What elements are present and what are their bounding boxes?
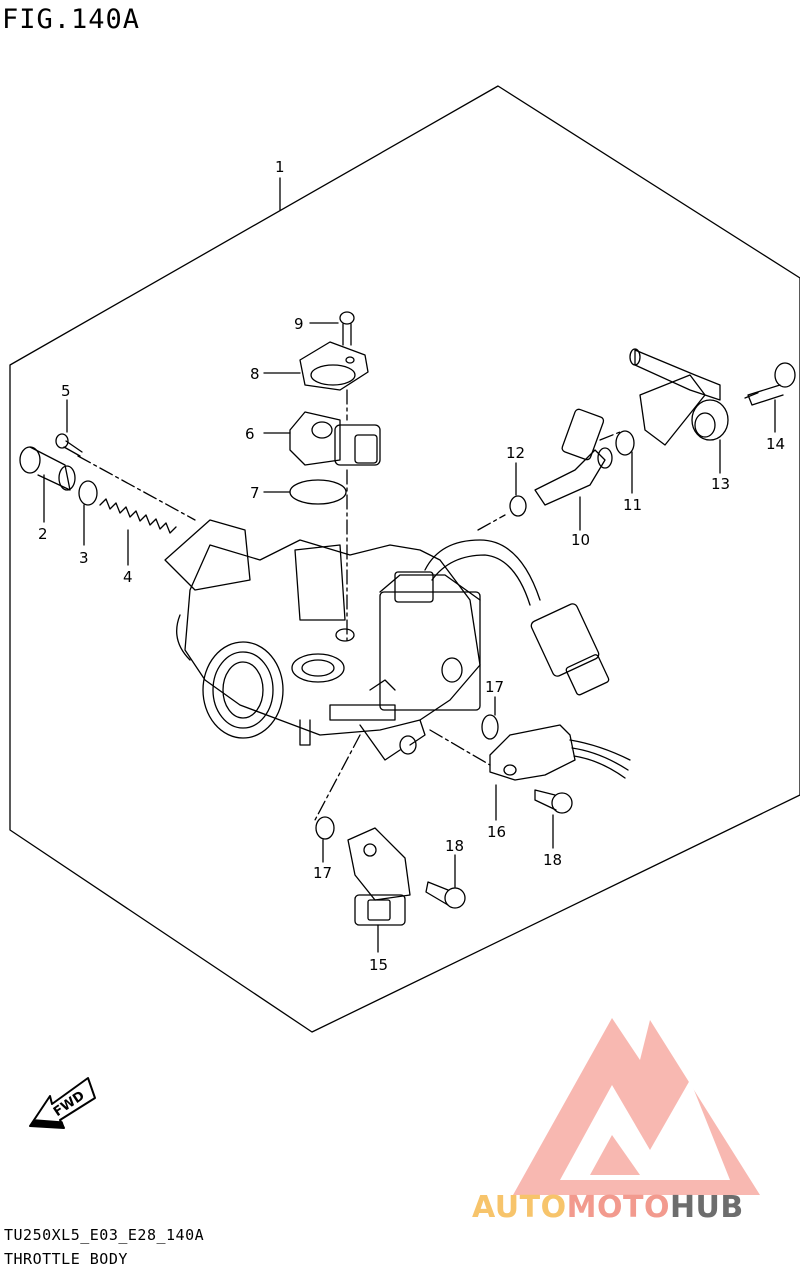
watermark-moto: MOTO <box>566 1190 670 1225</box>
part-15-sensor <box>347 827 411 926</box>
leader-lines <box>43 177 776 953</box>
callout-7: 7 <box>250 484 260 502</box>
callout-17-lower: 17 <box>313 864 332 882</box>
callout-11: 11 <box>623 496 642 514</box>
callout-6: 6 <box>245 425 255 443</box>
wire-harness <box>424 539 541 601</box>
callout-14: 14 <box>766 435 785 453</box>
part-11-o-ring <box>615 430 635 456</box>
throttle-body-drawing <box>164 519 481 761</box>
part-17-o-ring-lower <box>315 816 335 840</box>
callout-2: 2 <box>38 525 48 543</box>
callout-4: 4 <box>123 568 133 586</box>
figure-name: THROTTLE BODY <box>4 1250 128 1268</box>
watermark-brand: AUTOMOTOHUB <box>472 1190 744 1225</box>
part-12-ring <box>509 495 527 517</box>
watermark-auto: AUTO <box>472 1190 567 1225</box>
callout-18-upper: 18 <box>543 851 562 869</box>
part-17-o-ring-upper <box>481 714 499 740</box>
callout-5: 5 <box>61 382 71 400</box>
figure-code: TU250XL5_E03_E28_140A <box>4 1226 205 1244</box>
callout-1: 1 <box>275 158 285 176</box>
callout-8: 8 <box>250 365 260 383</box>
part-13-fuel-pipe <box>629 348 729 446</box>
assembly-guide-lines <box>77 389 761 821</box>
part-6-sensor <box>289 411 381 466</box>
part-16-sensor <box>489 724 631 781</box>
callout-15: 15 <box>369 956 388 974</box>
part-3-o-ring <box>78 480 98 506</box>
watermark-hub: HUB <box>669 1190 744 1225</box>
part-18-bolt-lower <box>425 881 466 909</box>
part-9-screw <box>339 311 355 346</box>
callout-18-lower: 18 <box>445 837 464 855</box>
part-8-bracket <box>299 341 369 391</box>
part-5-screw <box>55 433 83 457</box>
callout-13: 13 <box>711 475 730 493</box>
callout-16: 16 <box>487 823 506 841</box>
callout-labels: 1 2 3 4 5 6 7 8 9 10 11 12 13 14 15 16 1… <box>38 158 785 974</box>
assembly-boundary <box>9 85 800 1033</box>
figure-title: FIG.140A <box>2 4 141 35</box>
connector-harness <box>530 603 600 677</box>
part-10-injector <box>534 408 613 506</box>
callout-10: 10 <box>571 531 590 549</box>
callout-12: 12 <box>506 444 525 462</box>
fwd-arrow-icon <box>29 1077 96 1129</box>
part-14-bolt <box>747 362 796 406</box>
callout-3: 3 <box>79 549 89 567</box>
watermark-logo-icon <box>513 1018 760 1195</box>
part-2-cap <box>19 446 76 491</box>
part-4-spring <box>99 498 177 534</box>
part-18-bolt-upper <box>534 789 573 814</box>
callout-17-upper: 17 <box>485 678 504 696</box>
callout-9: 9 <box>294 315 304 333</box>
part-7-o-ring <box>289 479 347 505</box>
